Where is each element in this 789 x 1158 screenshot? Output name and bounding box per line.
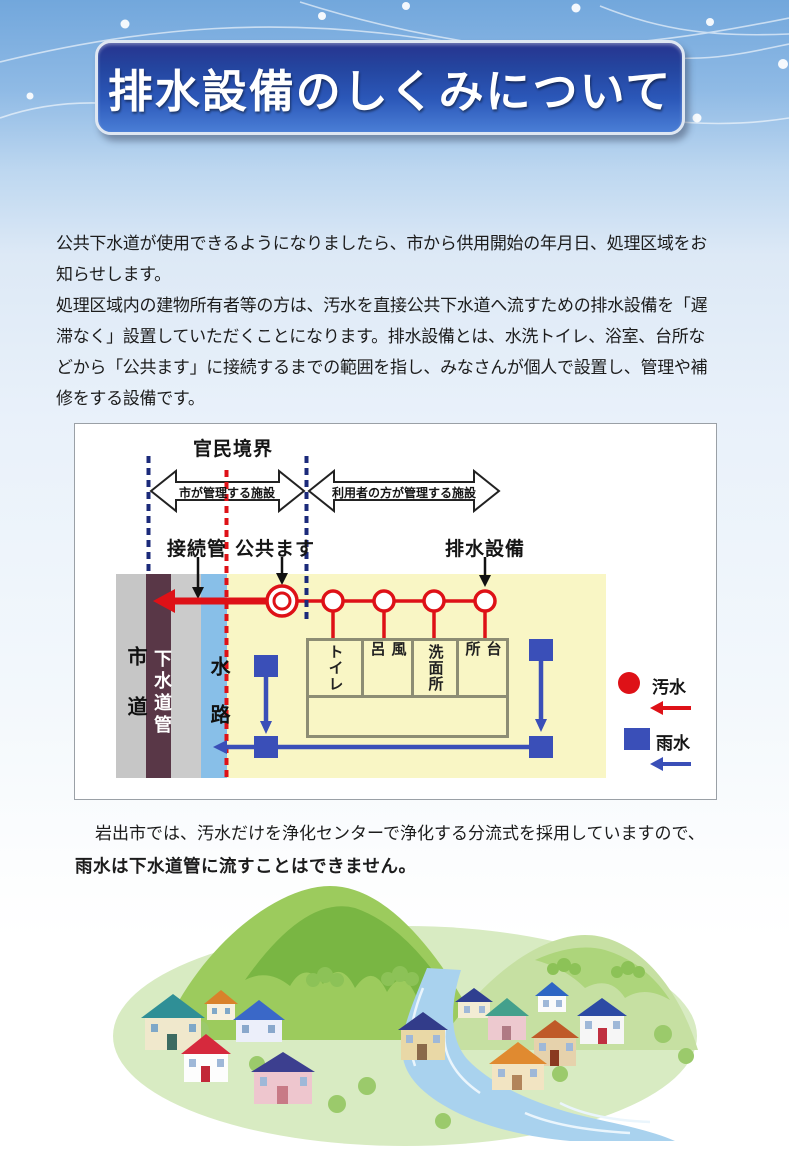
deco-curve — [0, 17, 789, 63]
waterway-label: 水路 — [207, 656, 229, 752]
rainwater-left-arrowhead — [260, 721, 272, 734]
house — [181, 1034, 231, 1082]
room-kitchen: 台所 — [459, 641, 506, 695]
user-managed-range-arrow — [307, 468, 501, 514]
roadside-band — [171, 574, 201, 778]
legend-rainwater-arrowhead — [650, 757, 663, 771]
room-bath-label: 風呂 — [368, 641, 407, 672]
bushes — [191, 1021, 694, 1129]
title-banner: 排水設備のしくみについて — [95, 40, 685, 135]
house-outline: トイレ 風呂 洗面所 台所 — [306, 638, 509, 738]
river-streak — [524, 1111, 631, 1135]
room-kitchen-label: 台所 — [463, 641, 502, 672]
public-basin-inner-icon — [272, 591, 292, 611]
intro-paragraph-1: 公共下水道が使用できるようになりましたら、市から供用開始の年月日、処理区域をお知… — [56, 234, 707, 284]
deco-dot — [706, 18, 714, 26]
legend-sewage-arrowhead — [650, 701, 663, 715]
rainwater-flow-arrowhead — [213, 740, 227, 754]
drain-point-icon — [473, 589, 497, 613]
city-managed-range-arrow — [149, 468, 306, 514]
rainwater-node-icon — [529, 639, 553, 661]
public-basin-label: 公共ます — [235, 539, 316, 560]
house — [398, 1012, 448, 1060]
legend-sewage-icon — [618, 672, 640, 694]
trees — [306, 958, 645, 987]
house — [531, 1020, 579, 1066]
deco-dot — [778, 59, 788, 69]
village-illustration — [113, 886, 698, 1146]
diagram-geometry — [146, 456, 691, 778]
intro-paragraph-2: 処理区域内の建物所有者等の方は、汚水を直接公共下水道へ流すための排水設備を「遅滞… — [56, 296, 708, 408]
house — [485, 998, 529, 1040]
deco-curve — [599, 5, 789, 36]
note-line-2: 雨水は下水道管に流すことはできません。 — [75, 856, 417, 876]
room-bath: 風呂 — [364, 641, 414, 695]
room-toilet-label: トイレ — [326, 644, 344, 692]
public-basin-pointer-head — [276, 573, 288, 585]
house — [251, 1052, 315, 1104]
drainage-facility-label: 排水設備 — [445, 539, 526, 560]
house-rooms-row: トイレ 風呂 洗面所 台所 — [309, 641, 506, 698]
note-line-1: 岩出市では、汚水だけを浄化センターで浄化する分流式を採用していますので、 — [95, 824, 705, 843]
rainwater-node-icon — [254, 736, 278, 758]
legend-rainwater-label: 雨水 — [656, 734, 690, 753]
sewer-pipe-label: 下水道管 — [152, 649, 172, 737]
rainwater-right-arrowhead — [535, 719, 547, 732]
rainwater-node-icon — [254, 655, 278, 677]
sewage-drop-pipes — [331, 610, 487, 638]
deco-dot — [26, 92, 34, 100]
rainwater-node-icon — [529, 736, 553, 758]
deco-dot — [402, 2, 410, 10]
deco-dot — [318, 12, 326, 20]
connection-pipe-pointer-head — [192, 587, 204, 599]
connection-pipe-label: 接続管 — [167, 539, 228, 560]
drain-point-icon — [372, 589, 396, 613]
river-streak — [559, 1101, 651, 1124]
legend-sewage-label: 汚水 — [652, 678, 686, 697]
legend-rainwater-icon — [624, 728, 650, 750]
sewage-flow-arrowhead — [153, 589, 175, 613]
room-washroom-label: 洗面所 — [426, 644, 444, 692]
drainage-diagram: 市道 下水道管 水路 トイレ 風呂 洗面所 台所 — [74, 423, 717, 800]
river — [402, 968, 675, 1141]
intro-text: 公共下水道が使用できるようになりましたら、市から供用開始の年月日、処理区域をお知… — [56, 228, 716, 414]
house — [233, 1000, 285, 1042]
house — [577, 998, 627, 1044]
house — [204, 990, 238, 1020]
house — [489, 1042, 547, 1090]
room-toilet: トイレ — [309, 641, 364, 695]
house — [141, 994, 205, 1050]
city-road-label: 市道 — [124, 646, 146, 746]
deco-dot — [692, 113, 702, 123]
user-managed-label: 利用者の方が管理する施設 — [331, 486, 476, 500]
city-road-band — [116, 574, 146, 778]
house — [535, 982, 569, 1012]
house — [455, 988, 493, 1018]
boundary-label: 官民境界 — [193, 439, 274, 460]
room-washroom: 洗面所 — [414, 641, 459, 695]
deco-dot — [120, 19, 130, 29]
deco-dot — [571, 3, 581, 13]
drainage-pointer-head — [479, 575, 491, 587]
drain-point-icon — [321, 589, 345, 613]
label-pointer-arrows — [196, 557, 487, 588]
city-managed-label: 市が管理する施設 — [178, 486, 275, 500]
drain-point-icon — [422, 589, 446, 613]
note-text: 岩出市では、汚水だけを浄化センターで浄化する分流式を採用していますので、 雨水は… — [75, 817, 725, 883]
page-title: 排水設備のしくみについて — [107, 66, 673, 117]
